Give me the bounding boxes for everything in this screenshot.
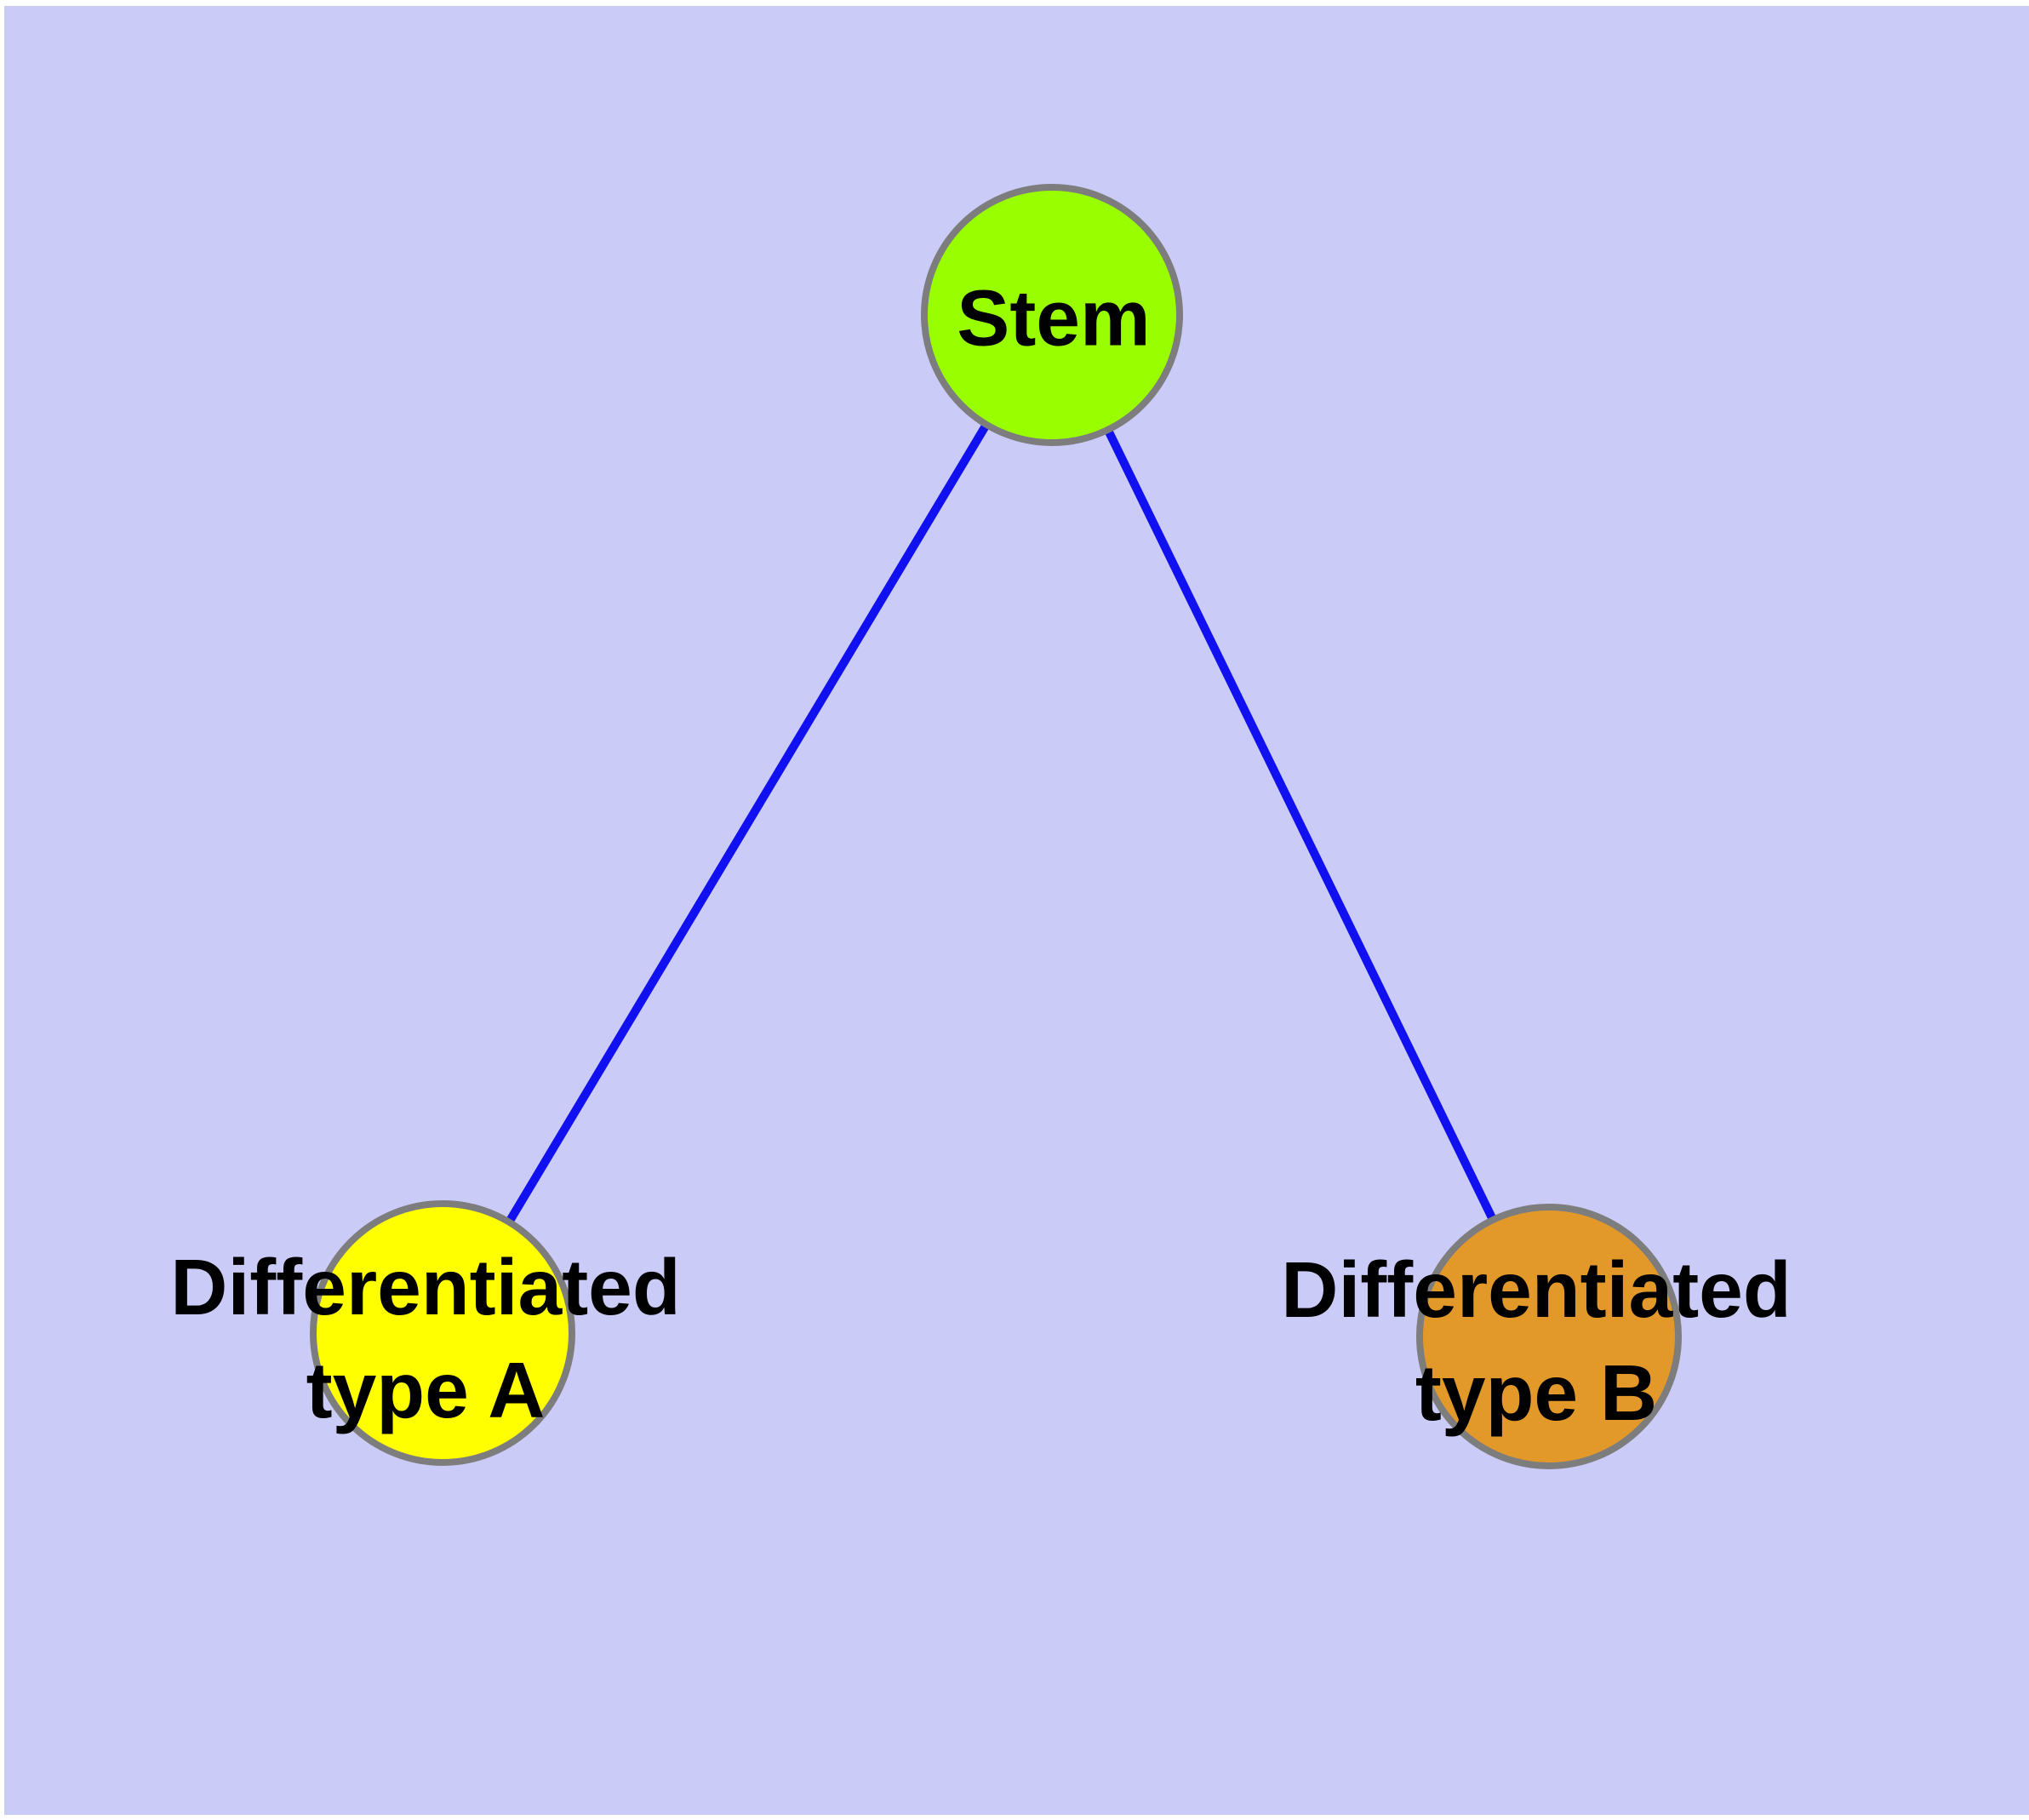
node-type-b-circle bbox=[1416, 1204, 1682, 1469]
edge-stem-to-type-a bbox=[438, 312, 1056, 1336]
node-stem-circle bbox=[921, 184, 1183, 446]
node-type-a-circle bbox=[310, 1200, 575, 1466]
edge-stem-to-type-b bbox=[1048, 312, 1553, 1337]
